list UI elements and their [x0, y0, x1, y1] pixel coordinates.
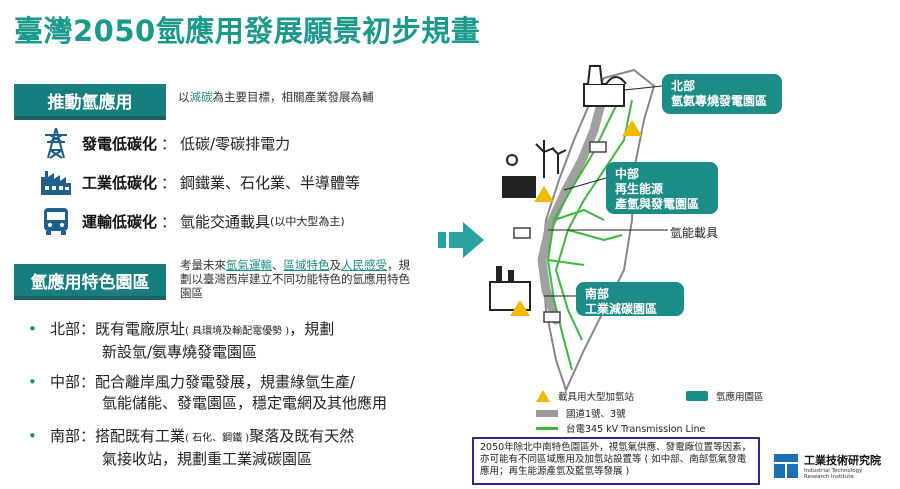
legend-label: 國道1號、3號: [566, 409, 626, 420]
page-title: 臺灣2050氫應用發展願景初步規畫: [14, 14, 481, 48]
legend-station: 載具用大型加氫站: [536, 389, 634, 403]
feature-note: 考量未來氫氣運輸、區域特色及人民感受，規劃以臺灣西岸建立不同功能特色的氫應用特色…: [180, 258, 410, 300]
sector-row-transport: 運輸低碳化：氫能交通載具(以中大型為主): [38, 204, 345, 238]
transmission-lines: [546, 89, 633, 371]
station-marker: [534, 186, 554, 202]
highway-legend-swatch: [536, 409, 558, 417]
feature-note-lead: 考量未來: [180, 258, 226, 272]
sector-value: 氫能交通載具: [180, 212, 271, 231]
callout-middle-park: 中部 再生能源 產氫與發電園區: [606, 162, 718, 214]
callout-title: 南部: [585, 287, 610, 301]
right-arrow-icon: [438, 222, 484, 258]
push-note-highlight: 減碳: [189, 90, 213, 104]
itri-logo-icon: [774, 454, 798, 478]
legend-transmission: 台電345 kV Transmission Line: [536, 421, 705, 435]
footnote-box: 2050年除北中南特色園區外，視氫氣供應、發電廠位置等因素，亦可能有不同區域應用…: [472, 437, 760, 485]
sector-key: 工業低碳化: [82, 173, 158, 192]
sector-colon: ：: [161, 173, 177, 192]
factory-icon: [38, 165, 74, 199]
legend-label: 氫應用園區: [716, 392, 764, 403]
push-hydrogen-tag: 推動氫應用: [14, 84, 166, 120]
feature-note-hl3: 人民感受: [341, 258, 387, 272]
sector-key: 發電低碳化: [82, 134, 158, 153]
legend-label: 台電345 kV Transmission Line: [566, 424, 706, 435]
feature-tag-label: 氫應用特色園區: [30, 272, 150, 293]
callout-text: 氫氨專燒發電園區: [671, 94, 768, 108]
wind-solar-icon: [502, 140, 567, 198]
park-legend-swatch: [686, 391, 708, 401]
itri-name-en: Industrial Technology: [804, 468, 863, 474]
feature-note-sep1: 、: [272, 258, 284, 272]
bullet-middle: • 中部：配合離岸風力發電發展，規畫綠氫生產/ 氫能儲能、發電園區，穩定電網及其…: [28, 372, 387, 414]
callout-text: 工業減碳園區: [585, 302, 658, 316]
bullet-tail: ，規劃: [289, 320, 335, 338]
legend-label: 載具用大型加氫站: [558, 392, 635, 403]
bullet-south: • 南部：搭配既有工業( 石化、鋼鐵 )聚落及既有天然 氣接收站，規劃重工業減碳…: [28, 426, 354, 470]
itri-logo: 工業技術研究院 Industrial Technology Research I…: [774, 452, 881, 480]
sector-row-industry: 工業低碳化：鋼鐵業、石化業、半導體等: [38, 165, 360, 199]
callout-north-park: 北部 氫氨專燒發電園區: [662, 74, 782, 114]
bullet-dot: •: [28, 320, 37, 338]
feature-note-hl1: 氫氣運輸: [226, 258, 272, 272]
feature-note-sep2: 及: [329, 258, 342, 272]
truck-icon: [513, 227, 531, 239]
callout-text: 產氫與發電園區: [615, 197, 700, 211]
itri-name-zh: 工業技術研究院: [804, 454, 881, 467]
sector-row-power: 發電低碳化：低碳/零碳排電力: [38, 126, 290, 160]
sector-colon: ：: [161, 212, 177, 231]
bullet-head: 北部：既有電廠原址: [50, 320, 186, 338]
bus-icon: [38, 204, 74, 238]
bullet-tail: 聚落及既有天然: [249, 427, 355, 445]
truck-icon: [543, 311, 561, 323]
bullet-head: 中部：配合離岸風力發電發展，規畫綠氫生產/: [50, 373, 356, 391]
legend-highway: 國道1號、3號: [536, 406, 626, 420]
push-note-prefix: 以: [178, 90, 190, 104]
feature-note-tail: ，規劃以臺灣西岸建立不同功能特色的氫應用特色園區: [180, 258, 410, 300]
line-legend-swatch: [536, 426, 558, 430]
bullet-small: ( 具環境及輸配電優勢 ): [185, 326, 290, 337]
highway-path: [537, 95, 607, 325]
feature-park-tag: 氫應用特色園區: [14, 264, 166, 300]
bullet-line2: 氫能儲能、發電園區，穩定電網及其他應用: [102, 394, 388, 412]
sector-value: 鋼鐵業、石化業、半導體等: [180, 173, 361, 192]
taiwan-map: [489, 65, 668, 393]
bullet-line2: 新設氫/氨專燒發電園區: [102, 343, 258, 361]
transmission-tower-icon: [38, 126, 74, 160]
callout-south-park: 南部 工業減碳園區: [576, 282, 684, 316]
bullet-line2: 氣接收站，規劃重工業減碳園區: [102, 450, 313, 468]
itri-name-en: Research Institute: [804, 474, 854, 480]
bullet-dot: •: [28, 427, 37, 445]
station-marker: [510, 300, 530, 316]
push-note-suffix: 為主要目標，相關產業發展為輔: [212, 90, 374, 104]
sector-value-note: (以中大型為主): [270, 215, 345, 228]
sector-value: 低碳/零碳排電力: [180, 134, 291, 153]
power-plant-icon: [583, 65, 627, 107]
bullet-north: • 北部：既有電廠原址( 具環境及輸配電優勢 )，規劃 新設氫/氨專燒發電園區: [28, 319, 334, 363]
sector-key: 運輸低碳化: [82, 212, 158, 231]
station-marker: [622, 120, 642, 136]
vehicle-label: 氫能載具: [670, 226, 719, 240]
bullet-small: ( 石化、鋼鐵 ): [185, 433, 250, 444]
callout-title: 中部: [615, 167, 640, 181]
bullet-dot: •: [28, 373, 37, 391]
industrial-plant-icon: [489, 266, 531, 311]
callout-text: 再生能源: [615, 182, 664, 196]
sector-colon: ：: [161, 134, 177, 153]
truck-icon: [589, 141, 607, 153]
callout-title: 北部: [671, 79, 696, 93]
legend-park: 氫應用園區: [686, 389, 764, 403]
station-legend-icon: [536, 390, 550, 402]
feature-note-hl2: 區域特色: [283, 258, 330, 272]
push-note: 以減碳為主要目標，相關產業發展為輔: [178, 90, 374, 104]
bullet-head: 南部：搭配既有工業: [50, 427, 186, 445]
push-tag-label: 推動氫應用: [47, 92, 133, 113]
